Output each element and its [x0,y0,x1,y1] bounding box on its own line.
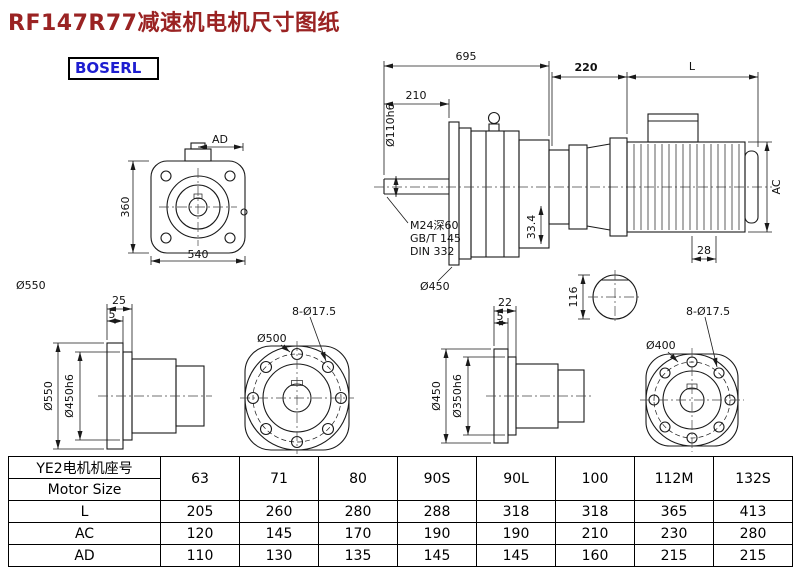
dim-ac-label: AC [770,179,783,194]
dim-b1-spigot-label: Ø450h6 [63,374,76,418]
cell: 215 [713,544,793,567]
cell: 205 [160,500,240,523]
cell: 160 [555,544,635,567]
table-row-l: L 205 260 280 288 318 318 365 413 [8,500,793,523]
cell: 260 [239,500,319,523]
cell: 288 [397,500,477,523]
cell: 190 [397,522,477,545]
cell: 215 [634,544,714,567]
dim-25-label: 25 [112,294,126,307]
col-header-90l: 90L [476,456,556,501]
page-title: RF147R77减速机电机尺寸图纸 [8,11,340,36]
tap-hole-label: M24深60 [410,219,459,232]
b4-leaders [667,316,718,368]
cell: 170 [318,522,398,545]
row-label-ad: AD [8,544,161,567]
std-gbt-label: GB/T 145 [410,232,461,245]
cell: 413 [713,500,793,523]
gearbox-front-dimlines [128,143,246,265]
dim-holes-label-2: 8-Ø17.5 [686,305,730,318]
motor-side-view [548,113,759,237]
b2-centerlines [240,341,354,454]
gearbox-front-centerlines [159,168,237,246]
cell: 280 [713,522,793,545]
gearbox-side-view [383,111,550,266]
header-motor-size-cn: YE2电机机座号 [8,456,161,479]
dim-695-label: 695 [456,50,477,63]
row-label-l: L [8,500,161,523]
col-header-80: 80 [318,456,398,501]
cell: 365 [634,500,714,523]
cell: 230 [634,522,714,545]
dim-210-label: 210 [406,89,427,102]
dim-360-label: 360 [119,197,132,218]
dim-b3-spigot-label: Ø350h6 [451,374,464,418]
cell: 120 [160,522,240,545]
dim-400-label: Ø400 [646,339,676,352]
table-row-ad: AD 110 130 135 145 145 160 215 215 [8,544,793,567]
dim-l-label: L [689,60,696,73]
b4-centerlines [640,348,744,452]
boserl-logo: BOSERL [68,57,160,80]
dim-540-label: 540 [188,248,209,261]
dim-5-label-1: 5 [109,308,116,321]
motor-dimlines [551,72,772,320]
dim-ad-label: AD [212,133,228,146]
cell: 210 [555,522,635,545]
row-label-ac: AC [8,522,161,545]
col-header-71: 71 [239,456,319,501]
dim-33-label: 33.4 [525,215,538,240]
cell: 318 [555,500,635,523]
cell: 145 [397,544,477,567]
motor-size-table: YE2电机机座号 63 71 80 90S 90L 100 112M 132S … [8,456,793,567]
shaft-section-centerlines [588,270,642,324]
col-header-132s: 132S [713,456,793,501]
dim-550-label: Ø550 [16,279,46,292]
table-header-row: YE2电机机座号 63 71 80 90S 90L 100 112M 132S [8,456,793,501]
cell: 145 [476,544,556,567]
b3-dimlines [441,306,517,444]
dim-shaft-dia-label: Ø110h6 [384,103,397,147]
dim-28-label: 28 [697,244,711,257]
header-motor-size-en: Motor Size [8,478,161,501]
cell: 110 [160,544,240,567]
gearbox-side-dimlines [383,61,550,282]
col-header-100: 100 [555,456,635,501]
b1-dimlines [53,304,133,450]
motor-fins [633,144,740,230]
col-header-63: 63 [160,456,240,501]
std-din-label: DIN 332 [410,245,454,258]
b2-leaders [280,316,327,362]
dim-450-label: Ø450 [420,280,450,293]
dim-b1-outer-label: Ø550 [42,381,55,411]
dim-holes-label-1: 8-Ø17.5 [292,305,336,318]
technical-drawing: AD 360 540 Ø550 [16,50,783,454]
cell: 135 [318,544,398,567]
cell: 318 [476,500,556,523]
col-header-90s: 90S [397,456,477,501]
dim-5-label-2: 5 [497,310,504,323]
dim-500-label: Ø500 [257,332,287,345]
col-header-112m: 112M [634,456,714,501]
table-row-ac: AC 120 145 170 190 190 210 230 280 [8,522,793,545]
dim-22-label: 22 [498,296,512,309]
cell: 145 [239,522,319,545]
dim-b3-outer-label: Ø450 [430,381,443,411]
dim-116-label: 116 [567,287,580,308]
cell: 130 [239,544,319,567]
gearbox-front-view [150,142,248,254]
dim-220-label: 220 [575,61,598,74]
cell: 280 [318,500,398,523]
cell: 190 [476,522,556,545]
